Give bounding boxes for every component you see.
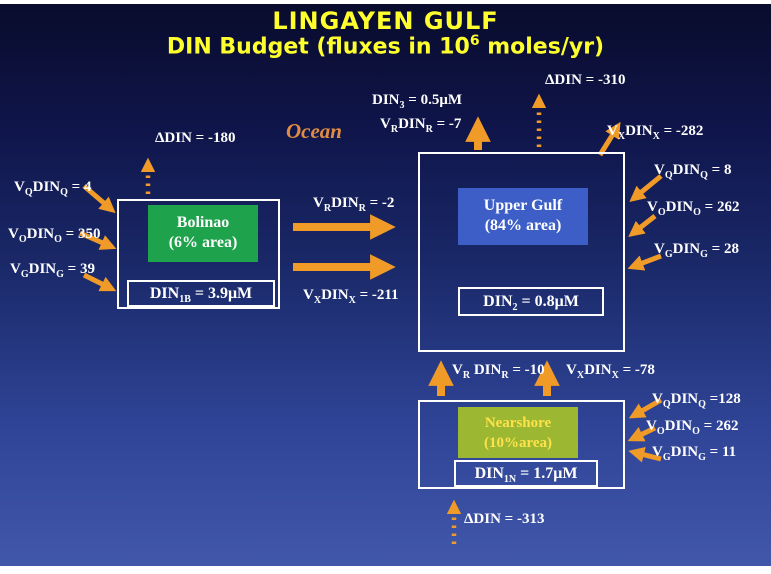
slide-title: LINGAYEN GULF: [272, 7, 499, 35]
arrow-inflow-nearshore-g: [628, 446, 662, 463]
bolinao-name-box: Bolinao (6% area): [148, 205, 258, 262]
arrow-inflow-uppergulf-q: [629, 174, 663, 203]
flux-label-uppergulf-q: VQDINQ = 8: [654, 162, 732, 181]
arrow-inflow-bolinao-o: [78, 230, 117, 250]
flux-label-nearshore-q: VQDINQ =128: [652, 391, 741, 410]
slide-subtitle: DIN Budget (fluxes in 106 moles/yr): [166, 33, 605, 60]
bolinao-compartment-box: Bolinao (6% area) DIN1B = 3.9μM: [117, 199, 280, 309]
delta-din-nearshore-label: ΔDIN = -313: [464, 511, 545, 527]
flux-label-uppergulf-g: VGDING = 28: [654, 241, 739, 260]
delta-din-uppergulf-label: ΔDIN = -310: [545, 72, 626, 88]
upper-gulf-din-box: DIN2 = 0.8μM: [458, 287, 604, 316]
ocean-export-label: DIN3 = 0.5μM VRDINR = -7: [372, 92, 462, 135]
flux-label-bolinao-q: VQDINQ = 4: [14, 179, 92, 198]
arrow-inflow-nearshore-o: [627, 425, 657, 442]
flux-label-nearshore-o: VODINO = 262: [646, 418, 739, 437]
flux-label-bolinao-g: VGDING = 39: [10, 261, 95, 280]
nearshore-compartment-box: Nearshore (10%area) DIN1N = 1.7μM: [418, 400, 625, 489]
arrow-inflow-bolinao-q: [82, 184, 116, 214]
nearshore-din-box: DIN1N = 1.7μM: [454, 460, 598, 487]
flux-label-nearshore-ug-mixing: VXDINX = -78: [566, 362, 655, 381]
upper-gulf-compartment-box: Upper Gulf (84% area) DIN2 = 0.8μM: [418, 152, 625, 352]
bolinao-area: (6% area): [168, 234, 238, 251]
arrow-inflow-bolinao-g: [82, 272, 117, 292]
nearshore-area: (10%area): [483, 435, 553, 451]
upper-gulf-name: Upper Gulf: [483, 197, 563, 214]
bolinao-name: Bolinao: [176, 214, 230, 231]
nearshore-name-box: Nearshore (10%area): [458, 407, 578, 458]
arrow-inflow-nearshore-q: [628, 397, 663, 419]
flux-label-uppergulf-o: VODINO = 262: [647, 199, 740, 218]
delta-din-bolinao-label: ΔDIN = -180: [155, 130, 236, 146]
bolinao-din-box: DIN1B = 3.9μM: [127, 280, 275, 307]
arrow-inflow-uppergulf-g: [627, 253, 662, 271]
arrow-inflow-uppergulf-o: [628, 214, 657, 237]
upper-gulf-area: (84% area): [484, 217, 562, 234]
flux-label-uppergulf-mixing-export: VXDINX = -282: [607, 123, 704, 142]
upper-gulf-name-box: Upper Gulf (84% area): [458, 188, 588, 245]
nearshore-name: Nearshore: [484, 415, 552, 431]
flux-label-bolinao-ug-mixing: VXDINX = -211: [303, 287, 399, 306]
ocean-label: Ocean: [286, 119, 342, 143]
flux-label-bolinao-o: VODINO = 350: [8, 226, 101, 245]
arrow-uppergulf-mixing-export: [597, 121, 621, 157]
flux-label-bolinao-ug-residual: VRDINR = -2: [313, 195, 395, 214]
flux-label-nearshore-g: VGDING = 11: [652, 444, 737, 463]
flux-label-nearshore-ug-residual: VR DINR = -10: [452, 362, 545, 381]
